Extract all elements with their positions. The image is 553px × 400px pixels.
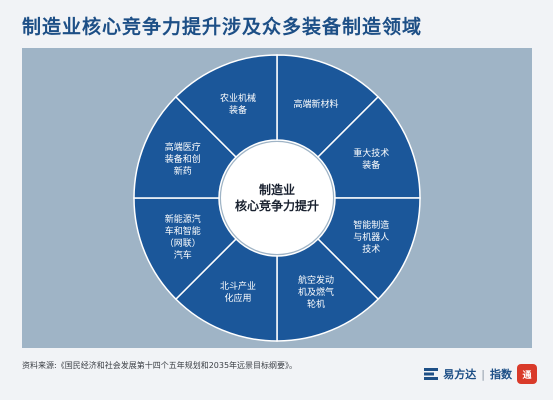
source-note: 资料来源:《国民经济和社会发展第十四个五年规划和2035年远景目标纲要》。 (22, 361, 298, 370)
segment-wheel: 高端新材料重大技术装备智能制造与机器人技术航空发动机及燃气轮机北斗产业化应用新能… (133, 54, 421, 342)
segment-label-line: 农业机械 (220, 92, 256, 104)
segment-8 (174, 54, 278, 159)
brand-stamp-icon: 通 (517, 364, 537, 384)
segment-label-line: 高端新材料 (294, 98, 339, 110)
segment-label-7: 高端医疗装备和创新药 (165, 141, 201, 177)
diagram-panel: 高端新材料重大技术装备智能制造与机器人技术航空发动机及燃气轮机北斗产业化应用新能… (22, 48, 532, 348)
segment-label-line: 机及燃气 (298, 286, 334, 298)
segment-label-line: （网联） (165, 238, 201, 249)
segment-label-3: 智能制造与机器人技术 (353, 219, 389, 255)
brand-name: 易方达 (443, 368, 477, 381)
brand-separator: | (481, 367, 485, 381)
segment-label-line: 智能制造 (353, 219, 389, 231)
segment-label-line: 装备 (229, 104, 247, 116)
segment-label-4: 航空发动机及燃气轮机 (298, 274, 334, 310)
segment-label-line: 化应用 (224, 292, 251, 304)
center-label: 制造业核心竞争力提升 (235, 182, 319, 213)
segment-label-line: 重大技术 (353, 147, 389, 159)
brand-logo: 易方达 | 指数 通 (424, 364, 537, 384)
segment-label-line: 车和智能 (165, 225, 201, 237)
segment-label-6: 新能源汽车和智能（网联）汽车 (165, 213, 201, 261)
center-circle (221, 142, 333, 254)
segment-label-1: 高端新材料 (294, 98, 339, 110)
segment-label-line: 新药 (174, 165, 192, 177)
segment-label-line: 高端医疗 (165, 141, 201, 153)
segment-label-2: 重大技术装备 (353, 147, 389, 171)
segment-label-line: 装备和创 (165, 153, 201, 165)
segment-label-line: 技术 (362, 243, 380, 255)
segment-label-5: 北斗产业化应用 (220, 280, 256, 304)
segment-label-line: 航空发动 (298, 274, 334, 286)
center-label-line: 制造业 (259, 182, 295, 197)
segment-label-8: 农业机械装备 (220, 92, 256, 116)
center-label-line: 核心竞争力提升 (235, 198, 319, 213)
segment-label-line: 新能源汽 (165, 213, 201, 225)
segment-label-line: 北斗产业 (220, 280, 256, 292)
segment-label-line: 与机器人 (353, 231, 389, 243)
segment-label-line: 装备 (362, 159, 380, 171)
page-title: 制造业核心竞争力提升涉及众多装备制造领域 (22, 16, 423, 38)
segment-label-line: 汽车 (174, 249, 192, 261)
brand-mark-icon (424, 368, 439, 380)
segment-label-line: 轮机 (307, 298, 325, 310)
brand-product: 指数 (490, 368, 512, 381)
